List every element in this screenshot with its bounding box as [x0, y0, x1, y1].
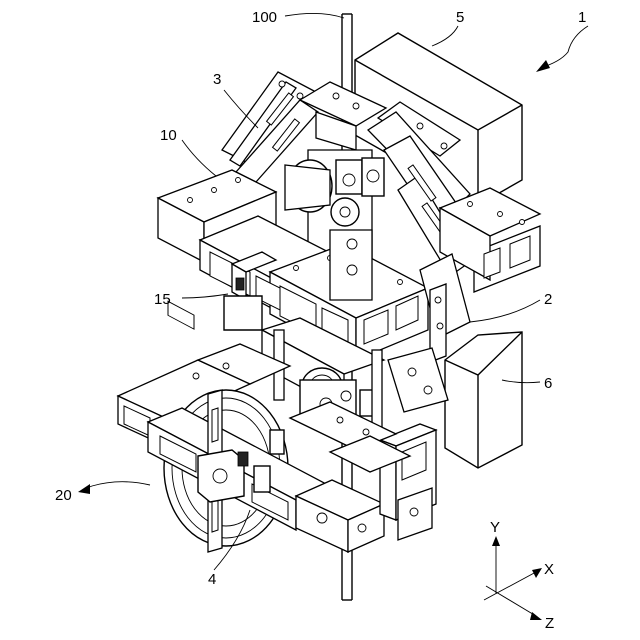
ref-5: 5: [456, 9, 464, 26]
ref-3: 3: [213, 71, 221, 88]
ref-20: 20: [55, 487, 72, 504]
lower-weight-block: [445, 332, 522, 468]
ref-15: 15: [154, 291, 171, 308]
ref-4: 4: [208, 571, 216, 588]
axis-label-z: Z: [545, 615, 554, 632]
ref-100: 100: [252, 9, 277, 26]
ref-10: 10: [160, 127, 177, 144]
ref-2: 2: [544, 291, 552, 308]
axis-label-x: X: [544, 561, 554, 578]
axis-label-y: Y: [490, 519, 500, 536]
coordinate-axes: [484, 536, 542, 620]
ref-1: 1: [578, 9, 586, 26]
ref-6: 6: [544, 375, 552, 392]
